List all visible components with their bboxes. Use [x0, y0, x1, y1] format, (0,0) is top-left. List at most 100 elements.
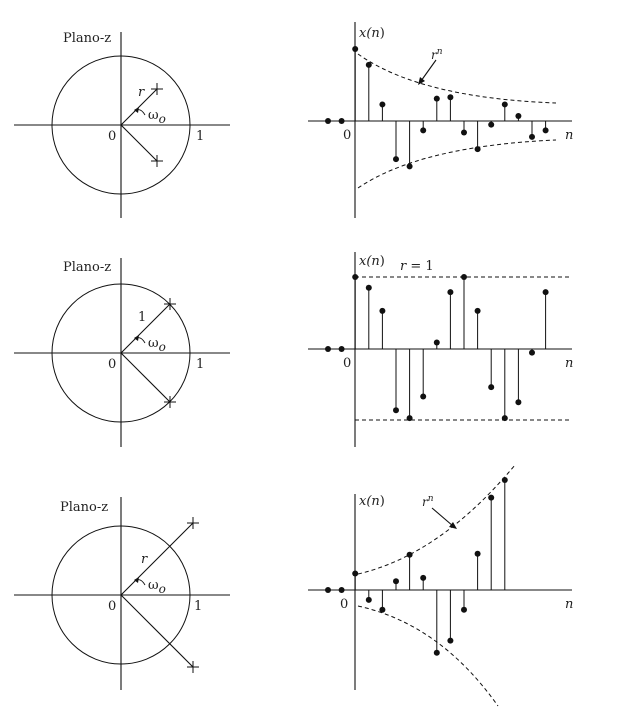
seq-3-origin-label: 0	[340, 597, 348, 612]
stem-point	[501, 477, 508, 483]
stem-point	[461, 129, 467, 136]
stem-point	[542, 289, 549, 296]
zplane-2-radius-lower	[120, 352, 171, 403]
stem-point	[515, 399, 522, 406]
zplane-2-title: Plano-z	[63, 260, 111, 275]
seq-1-ylabel: x(n)	[359, 26, 385, 41]
zplane-2-radius-upper	[120, 303, 171, 354]
stem-point	[447, 289, 454, 296]
omega-arc-1-head	[134, 107, 139, 113]
stem-point	[365, 596, 372, 603]
stem-point	[501, 415, 508, 422]
seq-1-envelope-pointer-head	[418, 77, 425, 85]
stem-point	[474, 307, 481, 314]
stem-point	[488, 384, 495, 391]
stem-point	[379, 606, 386, 613]
stem-point	[420, 127, 427, 134]
seq-3-envelope-pointer	[431, 507, 454, 527]
seq-2-n-label: n	[565, 356, 573, 371]
stem-point	[393, 156, 399, 163]
stem-point	[338, 118, 345, 124]
stem-point	[488, 121, 495, 128]
zplane-2-radius-label: 1	[138, 310, 146, 325]
stem-point	[474, 146, 481, 153]
zplane-1: Plano-z 0 1 r ωo	[14, 31, 230, 218]
seq-2-r-label: r = 1	[400, 259, 434, 274]
pole-3b	[187, 661, 199, 673]
stem-point	[447, 94, 454, 101]
omega-arc-3-head	[134, 577, 139, 583]
seq-3-stems	[325, 477, 508, 656]
stem-point	[338, 587, 345, 593]
pole-2b	[164, 396, 176, 408]
pole-3a	[187, 517, 199, 529]
seq-1-envelope-lower	[357, 139, 557, 189]
stem-point	[352, 274, 359, 280]
zplane-3: Plano-z 0 1 r ωo	[14, 497, 230, 690]
seq-1-envelope-upper	[357, 53, 557, 104]
zplane-2-unit-circle	[51, 283, 191, 423]
stem-point	[515, 112, 522, 119]
seq-3-ylabel: x(n)	[359, 494, 385, 509]
zplane-3-origin-label: 0	[108, 599, 116, 614]
stem-point	[501, 101, 508, 108]
seq-1-origin-label: 0	[343, 128, 351, 143]
seq-3-envelope-pointer-head	[449, 522, 457, 529]
stem-point	[542, 127, 549, 134]
stem-point	[325, 587, 331, 593]
stem-point	[420, 393, 427, 400]
zplane-2-omega-label: ωo	[148, 336, 166, 354]
zplane-1-radius-lower	[120, 124, 158, 162]
zplane-1-one-label: 1	[196, 129, 204, 144]
stem-point	[325, 118, 331, 124]
stem-point	[379, 101, 386, 108]
zplane-1-omega-label: ωo	[148, 108, 166, 126]
zplane-1-title: Plano-z	[63, 31, 111, 46]
zplane-2-origin-label: 0	[108, 357, 116, 372]
stem-point	[352, 570, 359, 577]
stem-point	[461, 274, 467, 280]
seq-2-origin-label: 0	[343, 356, 351, 371]
stem-point	[529, 133, 535, 140]
pole-1b	[151, 155, 163, 167]
zplane-3-radius-label: r	[141, 552, 148, 567]
seq-3-envelope-lower	[357, 605, 499, 707]
stem-point	[365, 284, 372, 291]
stem-point	[393, 407, 399, 414]
seq-2-stems	[325, 274, 549, 422]
stem-point	[529, 349, 535, 356]
zplane-1-unit-circle	[51, 55, 191, 195]
zplane-1-radius-label: r	[138, 85, 145, 100]
sequence-plot-3: x(n) rn 0 n	[308, 464, 573, 707]
stem-point	[433, 95, 440, 102]
stem-point	[338, 346, 345, 352]
zplane-1-origin-label: 0	[108, 129, 116, 144]
stem-point	[474, 550, 481, 557]
zplane-3-omega-label: ωo	[148, 578, 166, 596]
omega-arc-2-head	[134, 335, 139, 341]
zplane-2: Plano-z 0 1 1 ωo	[14, 258, 230, 447]
pole-1a	[151, 83, 163, 95]
stem-point	[461, 606, 467, 613]
zplane-3-title: Plano-z	[60, 500, 108, 515]
stem-point	[379, 307, 386, 314]
stem-point	[365, 61, 372, 68]
seq-1-envelope-pointer	[420, 59, 437, 82]
seq-2-ylabel: x(n)	[359, 254, 385, 269]
stem-point	[325, 346, 331, 352]
stem-point	[352, 46, 359, 52]
stem-point	[406, 163, 413, 170]
pole-2a	[164, 298, 176, 310]
seq-3-n-label: n	[565, 597, 573, 612]
zplane-3-unit-circle	[51, 525, 191, 665]
stem-point	[420, 574, 427, 581]
stem-point	[406, 415, 413, 422]
stem-point	[433, 339, 440, 346]
zplane-3-one-label: 1	[194, 599, 202, 614]
stem-point	[393, 578, 399, 585]
sequence-plot-1: x(n) rn 0 n	[308, 22, 573, 218]
stem-point	[447, 637, 454, 644]
stem-point	[406, 551, 413, 558]
zplane-3-radius-upper	[120, 522, 194, 596]
